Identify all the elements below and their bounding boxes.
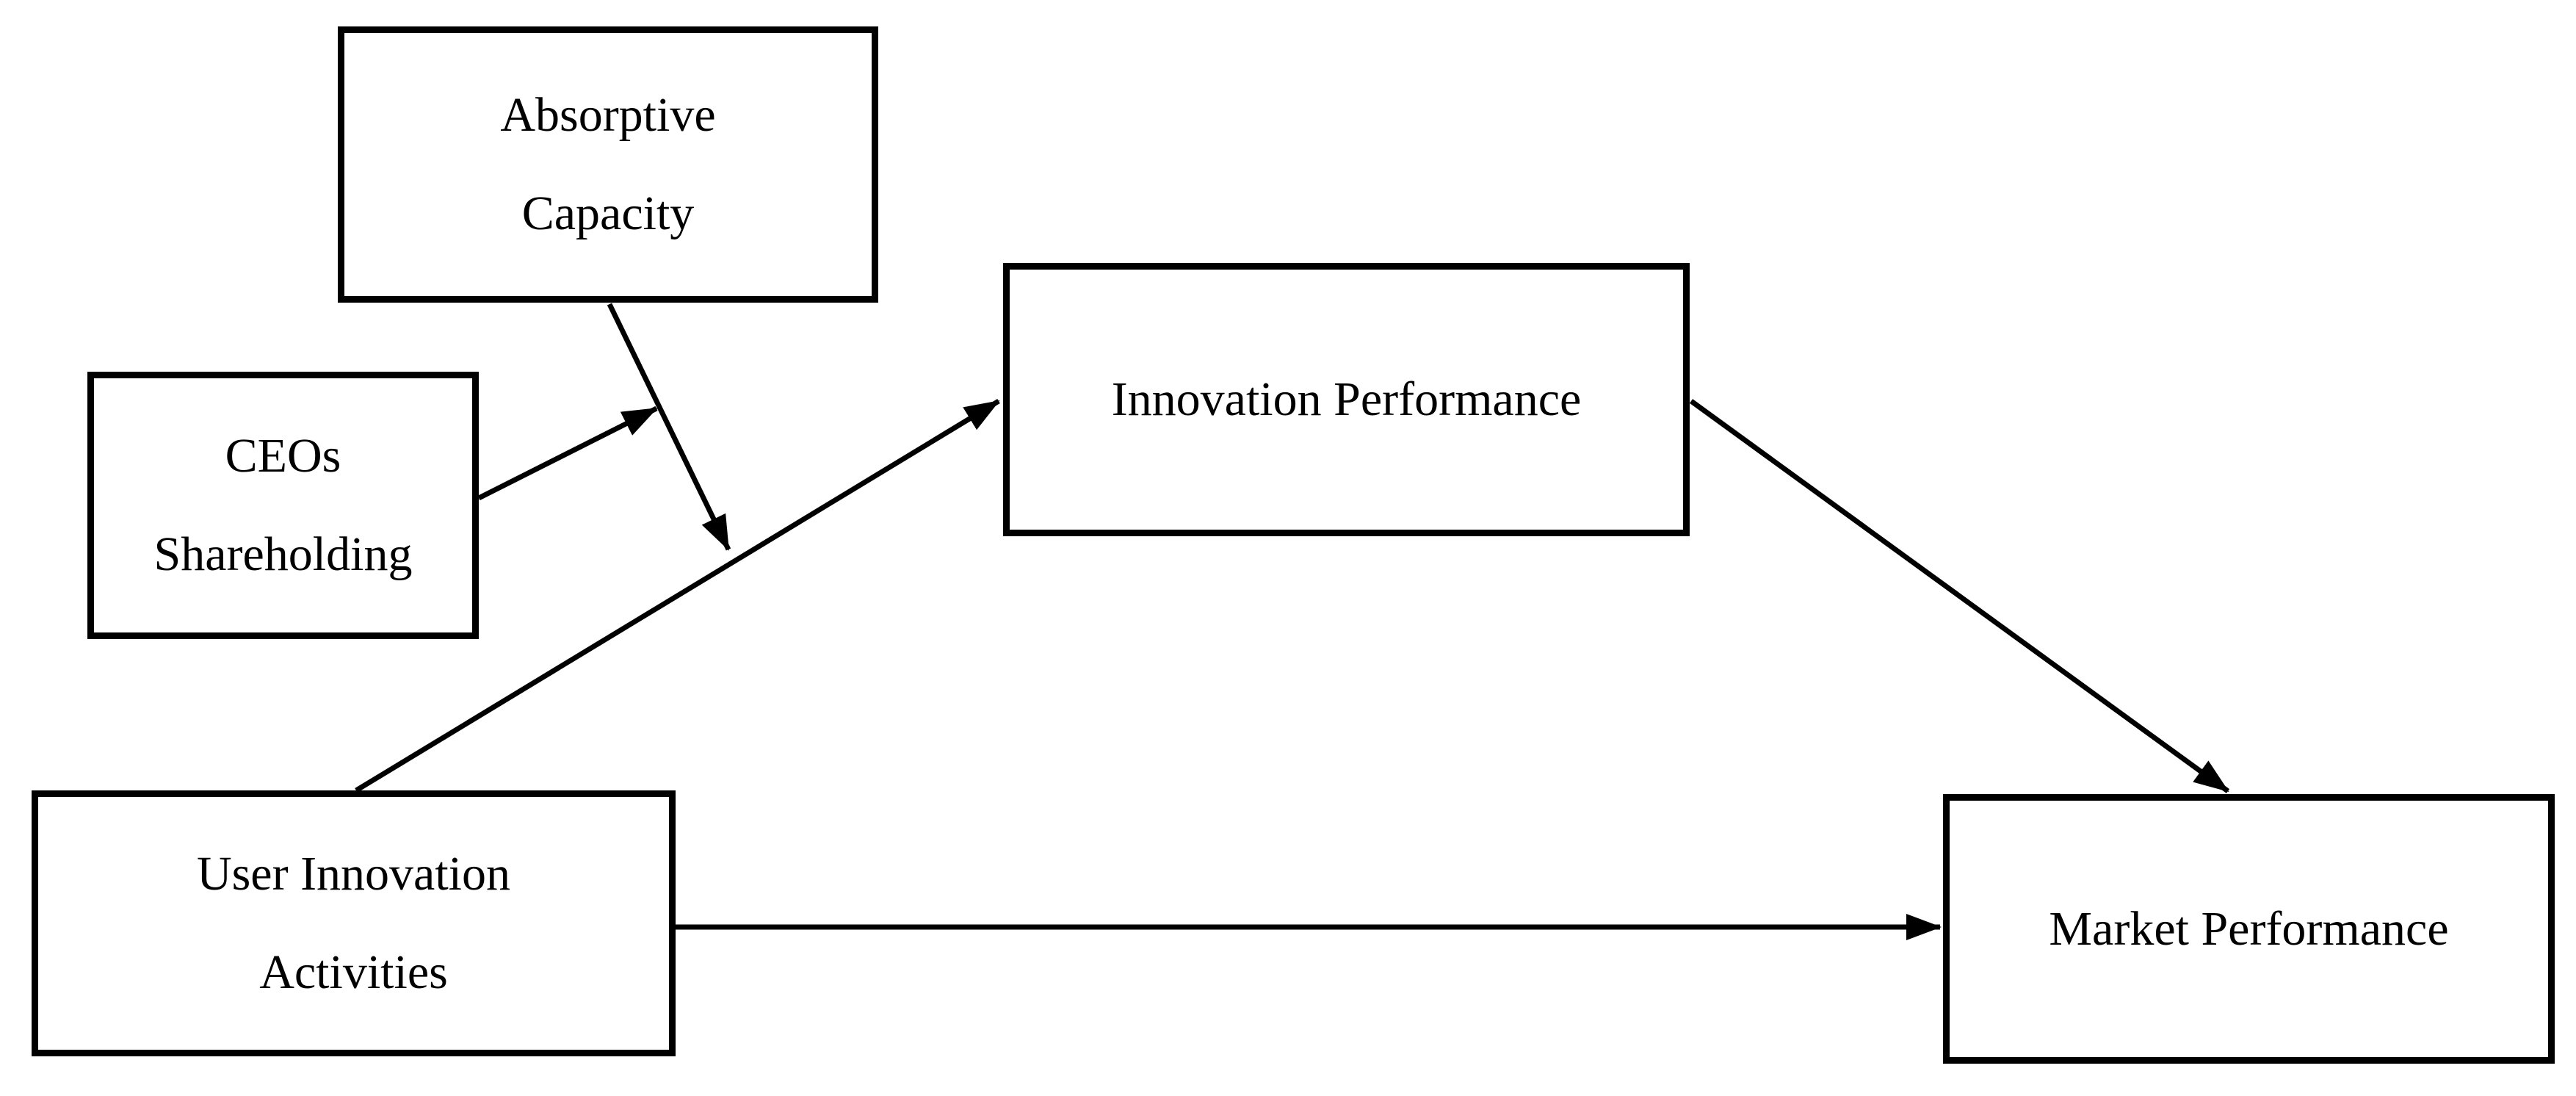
node-label: Absorptive [500, 88, 716, 142]
node-label: Market Performance [2049, 901, 2449, 956]
node-label: Activities [259, 945, 448, 999]
node-user-innovation-activities: User Innovation Activities [32, 790, 676, 1056]
node-label: User Innovation [196, 847, 511, 901]
node-label: Innovation Performance [1111, 372, 1582, 426]
edge-absorptive-capacity-moderation [607, 303, 731, 551]
edge-user-innovation-to-innovation-performance [355, 399, 1000, 793]
node-label: Capacity [521, 187, 695, 240]
node-ceos-shareholding: CEOs Shareholding [87, 372, 479, 639]
node-label: CEOs [225, 429, 341, 483]
edge-innovation-performance-to-market-performance [1689, 399, 2230, 793]
node-market-performance: Market Performance [1943, 794, 2555, 1064]
node-label: Shareholding [153, 527, 413, 581]
edge-ceos-shareholding-moderation [477, 405, 658, 501]
node-innovation-performance: Innovation Performance [1003, 263, 1690, 536]
node-absorptive-capacity: Absorptive Capacity [338, 26, 878, 303]
